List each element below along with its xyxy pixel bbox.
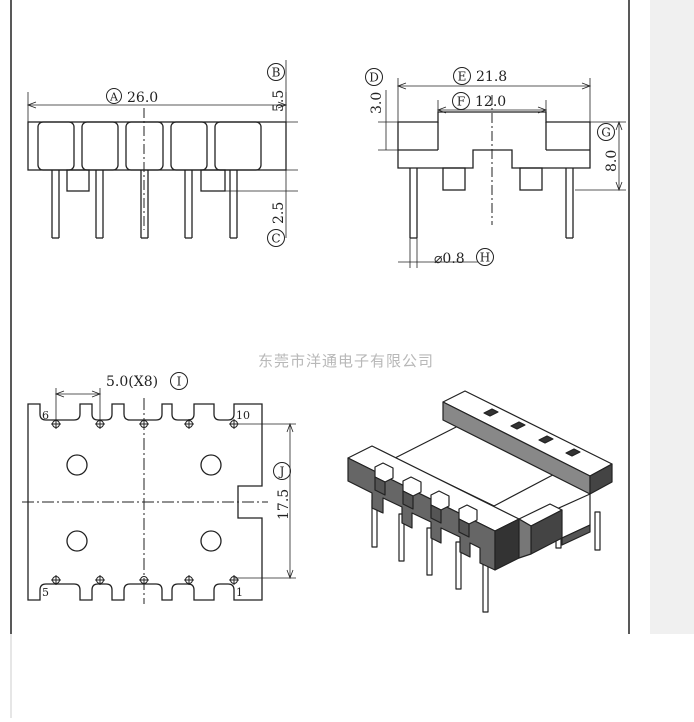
label-f: F [457, 95, 465, 109]
label-b: B [272, 66, 281, 80]
label-i-circle [170, 372, 188, 390]
label-i: I [177, 375, 182, 389]
label-h: H [480, 251, 490, 265]
label-b-circle [267, 63, 285, 81]
label-h-circle [476, 248, 494, 266]
label-j-circle [273, 462, 291, 480]
bottom-view-pins [51, 419, 239, 585]
label-d-circle [365, 68, 383, 86]
company-watermark: 东莞市洋通电子有限公司 [258, 352, 434, 370]
dim-h: ⌀0.8 [434, 251, 465, 267]
dim-e: 21.8 [476, 69, 507, 85]
label-c-circle [267, 229, 285, 247]
bottom-view-labels: 5.0(X8) I 6 10 5 1 J 17.5 [42, 372, 292, 599]
front-view [26, 60, 298, 239]
label-g-circle [597, 123, 615, 141]
label-a: A [109, 91, 119, 104]
dim-b: 5.5 [271, 90, 287, 112]
dim-i: 5.0(X8) [106, 374, 158, 390]
pin-label-6: 6 [42, 409, 49, 422]
dim-f: 12.0 [475, 94, 506, 110]
dim-j: 17.5 [276, 489, 292, 520]
side-view [378, 78, 626, 268]
dim-a: 26.0 [127, 90, 158, 106]
dim-d: 3.0 [369, 92, 385, 114]
isometric-view [347, 390, 613, 613]
pin-label-5: 5 [42, 586, 49, 599]
label-a-circle [106, 88, 122, 104]
side-panel [650, 0, 694, 634]
label-j: J [278, 465, 285, 479]
label-e-circle [453, 67, 471, 85]
label-g: G [601, 126, 611, 140]
bottom-view [22, 388, 296, 604]
front-view-dimensions: A 26.0 B 5.5 2.5 C [106, 63, 287, 247]
pin-label-1: 1 [236, 586, 243, 599]
label-c: C [271, 232, 280, 246]
label-d: D [369, 71, 379, 85]
side-view-dimensions: D 3.0 E 21.8 F 12.0 G 8.0 ⌀0.8 H [365, 67, 620, 267]
label-e: E [458, 70, 467, 84]
pin-label-10: 10 [236, 409, 250, 422]
label-f-circle [452, 92, 470, 110]
dim-c: 2.5 [271, 202, 287, 224]
dim-g: 8.0 [604, 150, 620, 172]
